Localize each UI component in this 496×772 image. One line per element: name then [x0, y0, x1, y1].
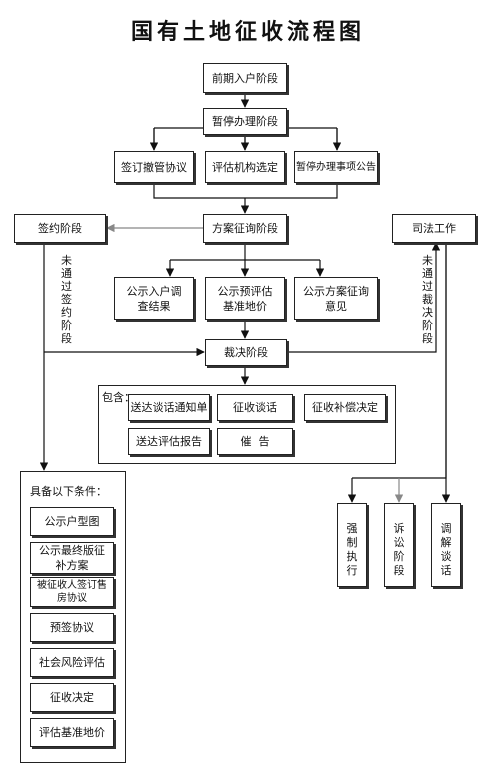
condition-item: 被征收人签订售房协议 [30, 577, 114, 607]
node-plan-consult: 方案征询阶段 [203, 214, 287, 243]
node-sign-stage: 签约阶段 [14, 214, 106, 243]
ruling-item: 催 告 [217, 428, 293, 455]
condition-item: 评估基准地价 [30, 718, 114, 747]
note-not-signed: 未通过签约阶段 [61, 254, 72, 345]
branch-label: 诉讼阶段 [393, 522, 405, 577]
ruling-item: 送达谈话通知单 [128, 394, 210, 421]
branch-label: 调解谈话 [440, 522, 452, 577]
condition-item: 预签协议 [30, 613, 114, 642]
branch-label: 强制执行 [346, 522, 358, 577]
node-pre-household: 前期入户阶段 [203, 63, 287, 93]
node-judicial: 司法工作 [392, 214, 476, 243]
node-ruling: 裁决阶段 [205, 339, 287, 366]
condition-item: 征收决定 [30, 683, 114, 712]
node-suspend-stage: 暂停办理阶段 [203, 108, 287, 135]
node-publish-opinion: 公示方案征询意见 [294, 277, 378, 320]
conditions-heading: 具备以下条件： [30, 485, 107, 498]
arrow-ruling-to-judicial [288, 242, 441, 353]
arrow-merge-to-plan [153, 183, 338, 199]
branch-mediation: 调解谈话 [431, 503, 461, 587]
node-publish-price: 公示预评估基准地价 [205, 277, 285, 320]
condition-item: 公示最终版征补方案 [30, 542, 114, 574]
note-not-ruled: 未通过裁决阶段 [422, 254, 433, 345]
node-sign-agreement: 签订撤管协议 [114, 151, 194, 183]
ruling-panel-label: 包含： [102, 391, 135, 404]
node-select-agency: 评估机构选定 [205, 151, 285, 183]
condition-item: 社会风险评估 [30, 648, 114, 677]
page-title: 国有土地征收流程图 [130, 20, 365, 45]
branch-litigation: 诉讼阶段 [384, 503, 414, 587]
ruling-item: 送达评估报告 [128, 428, 210, 455]
condition-item: 公示户型图 [30, 507, 114, 536]
node-publish-survey: 公示入户调查结果 [114, 277, 194, 320]
node-suspend-notice: 暂停办理事项公告 [294, 151, 378, 183]
branch-enforcement: 强制执行 [337, 503, 367, 587]
ruling-item: 征收补偿决定 [304, 394, 386, 421]
ruling-item: 征收谈话 [217, 394, 293, 421]
